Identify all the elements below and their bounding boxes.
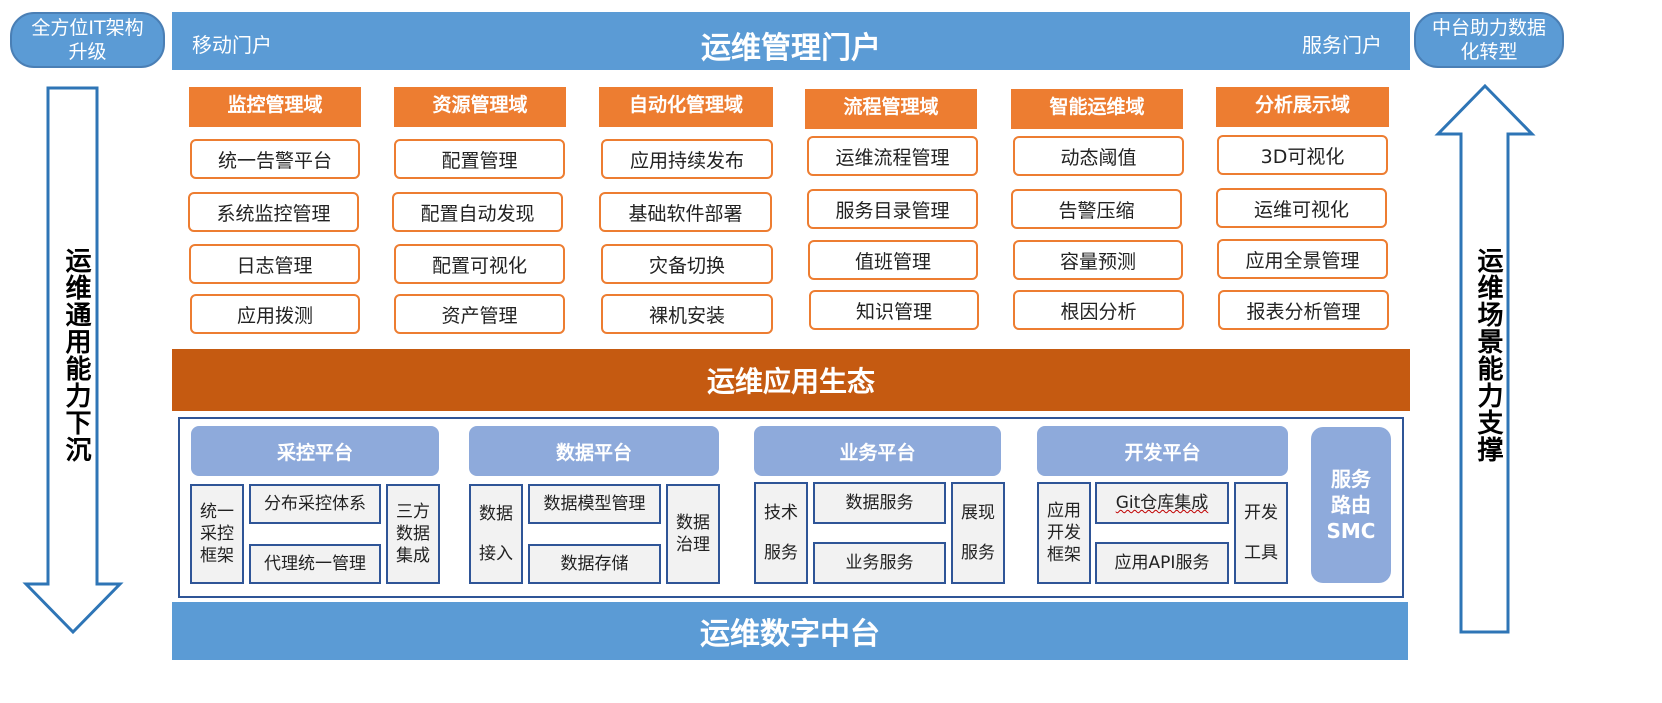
- platform-cell: 数据治理: [666, 484, 720, 584]
- platform-cell: 三方数据集成: [386, 484, 440, 584]
- service-portal-label[interactable]: 服务门户: [1302, 33, 1382, 57]
- domain-item: 统一告警平台: [190, 139, 360, 179]
- mobile-portal-label[interactable]: 移动门户: [192, 33, 272, 57]
- domain-item: 配置自动发现: [392, 192, 563, 232]
- domain-header-automation: 自动化管理域: [599, 87, 773, 127]
- platform-cell: 应用开发框架: [1037, 482, 1091, 584]
- platform-cell: 数据存储: [528, 544, 661, 584]
- domain-item: 服务目录管理: [807, 189, 978, 229]
- platform-cell: 数据模型管理: [528, 484, 661, 524]
- platform-header-collect: 采控平台: [191, 426, 439, 476]
- domain-item: 知识管理: [809, 290, 979, 330]
- platform-cell: 开发工具: [1234, 482, 1288, 584]
- platform-cell: 技术服务: [754, 482, 808, 584]
- domain-item: 值班管理: [808, 240, 978, 280]
- digital-platform-bar: 运维数字中台: [172, 602, 1408, 660]
- domain-item: 配置可视化: [394, 244, 565, 284]
- domain-item: 根因分析: [1013, 290, 1184, 330]
- domain-item: 应用全景管理: [1217, 239, 1388, 279]
- platform-cell: 业务服务: [813, 542, 946, 584]
- domain-header-resource: 资源管理域: [394, 87, 566, 127]
- left-top-label: 全方位IT架构升级: [10, 12, 165, 68]
- domain-item: 裸机安装: [601, 294, 773, 334]
- domain-item: 运维流程管理: [807, 136, 978, 176]
- portal-bar: 移动门户 运维管理门户 服务门户: [172, 12, 1410, 70]
- right-arrow-label: 运维场景能力支撑: [1473, 247, 1503, 463]
- service-routing-smc: 服务路由SMC: [1311, 427, 1391, 583]
- platform-cell: 代理统一管理: [249, 544, 381, 584]
- domain-item: 动态阈值: [1013, 136, 1184, 176]
- domain-header-monitor: 监控管理域: [189, 87, 361, 127]
- domain-item: 应用拨测: [190, 294, 360, 334]
- git-repo-label: Git仓库集成: [1115, 493, 1209, 513]
- platform-cell: 应用API服务: [1095, 542, 1229, 584]
- platform-cell: 数据服务: [813, 482, 946, 524]
- platform-cell: 数据接入: [469, 484, 523, 584]
- left-arrow-label: 运维通用能力下沉: [61, 247, 91, 463]
- domain-item: 容量预测: [1013, 240, 1183, 280]
- domain-item: 配置管理: [394, 139, 565, 179]
- domain-item: 运维可视化: [1216, 188, 1387, 228]
- portal-title: 运维管理门户: [701, 31, 881, 66]
- domain-item: 基础软件部署: [599, 192, 772, 232]
- domain-header-analysis: 分析展示域: [1216, 87, 1389, 127]
- domain-header-process: 流程管理域: [805, 89, 977, 129]
- domain-item: 3D可视化: [1217, 135, 1388, 175]
- domain-item: 日志管理: [189, 244, 360, 284]
- domain-item: 系统监控管理: [188, 192, 359, 232]
- platform-cell: 分布采控体系: [249, 484, 381, 524]
- domain-header-aiops: 智能运维域: [1011, 89, 1183, 129]
- platform-cell: 展现服务: [951, 482, 1005, 584]
- platform-header-data: 数据平台: [469, 426, 719, 476]
- domain-item: 告警压缩: [1011, 189, 1182, 229]
- ecosystem-bar: 运维应用生态: [172, 349, 1410, 411]
- domain-item: 报表分析管理: [1218, 290, 1389, 330]
- right-top-label: 中台助力数据化转型: [1414, 12, 1564, 68]
- up-arrow-icon: [1434, 84, 1536, 634]
- platform-cell: Git仓库集成: [1095, 482, 1229, 524]
- platform-header-dev: 开发平台: [1037, 426, 1288, 476]
- platform-header-business: 业务平台: [754, 426, 1001, 476]
- domain-item: 应用持续发布: [601, 139, 773, 179]
- down-arrow-icon: [22, 86, 124, 635]
- domain-item: 资产管理: [394, 294, 565, 334]
- domain-item: 灾备切换: [601, 244, 773, 284]
- platform-cell: 统一采控框架: [190, 484, 244, 584]
